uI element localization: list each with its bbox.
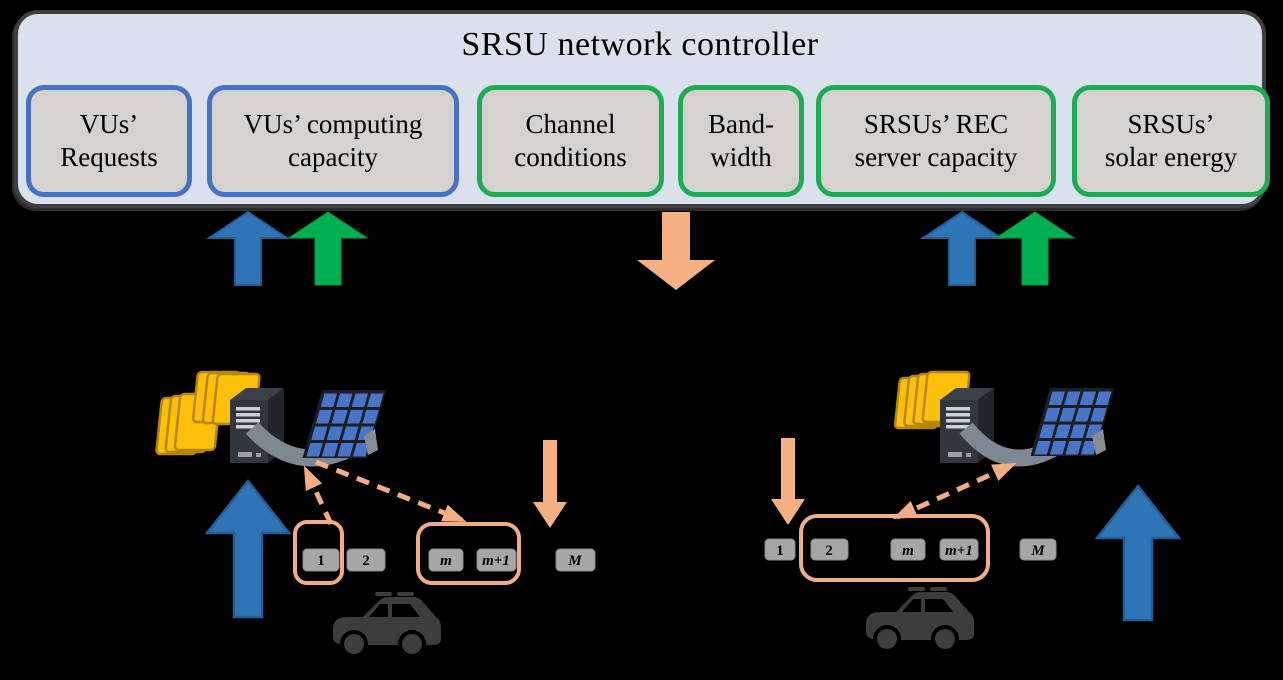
panel-title: SRSU network controller — [461, 26, 819, 63]
resource-block — [302, 548, 340, 572]
resource-block-label: M — [1030, 543, 1045, 559]
resource-block-label: m+1 — [482, 553, 510, 569]
panel-leg-icon — [364, 429, 378, 455]
panel-leg-icon — [1092, 429, 1106, 455]
resource-block — [939, 538, 979, 561]
big-blue-up-arrow-right — [1094, 483, 1182, 622]
resource-blocks-right: 1 2 m m+1 M — [764, 514, 1057, 582]
input-box-label: SRSUs’ solar energy — [1104, 109, 1238, 172]
resource-block — [346, 548, 386, 572]
input-box-vus-requests: VUs’ Requests — [26, 85, 192, 197]
resource-block-label: 1 — [776, 543, 784, 559]
green-up-arrow-left — [287, 211, 369, 286]
green-up-arrow-right — [994, 211, 1076, 286]
input-box-srsus-solar-energy: SRSUs’ solar energy — [1072, 85, 1270, 197]
vehicle-icon-right — [866, 587, 974, 653]
resource-block — [428, 548, 464, 572]
resource-block — [476, 548, 517, 572]
resource-block — [1019, 538, 1057, 561]
input-box-bandwidth: Band- width — [678, 85, 804, 197]
resource-block-label: M — [567, 553, 582, 569]
input-box-label: VUs’ Requests — [60, 109, 158, 172]
allocation-outline-left-m — [416, 522, 521, 585]
allocation-outline-left-1 — [293, 520, 344, 585]
resource-blocks-left: 1 2 m m+1 M — [293, 520, 596, 585]
blue-up-arrow-right — [919, 210, 1005, 286]
dashed-link-left-downlink — [315, 459, 467, 523]
resource-block — [810, 538, 849, 561]
resource-block-label: m+1 — [945, 543, 973, 559]
input-box-label: SRSUs’ REC server capacity — [854, 109, 1018, 172]
resource-block — [764, 538, 796, 561]
input-box-label: VUs’ computing capacity — [243, 109, 423, 172]
input-box-srsus-rec-server-capacity: SRSUs’ REC server capacity — [816, 85, 1056, 197]
resource-block — [890, 538, 926, 561]
srsu-left — [155, 370, 386, 467]
resource-block-label: 2 — [825, 543, 833, 559]
orange-down-arrow-left — [533, 440, 567, 528]
allocation-outline-right — [799, 514, 990, 582]
blue-up-arrow-left — [205, 210, 291, 286]
input-box-channel-conditions: Channel conditions — [477, 85, 664, 197]
vehicle-icon-left — [333, 592, 441, 658]
orange-down-arrow-right — [771, 438, 805, 525]
big-blue-up-arrow-left — [204, 478, 292, 619]
resource-block-label: 1 — [317, 553, 325, 569]
srsu-right — [893, 370, 1114, 467]
resource-block-label: m — [440, 553, 452, 569]
resource-block-label: m — [902, 543, 914, 559]
input-box-vus-computing-capacity: VUs’ computing capacity — [207, 85, 459, 197]
controller-panel: SRSU network controller VUs’ Requests VU… — [14, 10, 1270, 208]
orange-down-arrow-center — [637, 212, 715, 290]
dashed-link-right — [892, 462, 1017, 520]
resource-block-label: 2 — [362, 553, 370, 569]
input-box-label: Channel conditions — [514, 109, 627, 172]
input-box-label: Band- width — [708, 109, 774, 172]
dashed-link-left-uplink — [303, 465, 334, 526]
resource-block — [555, 548, 596, 572]
